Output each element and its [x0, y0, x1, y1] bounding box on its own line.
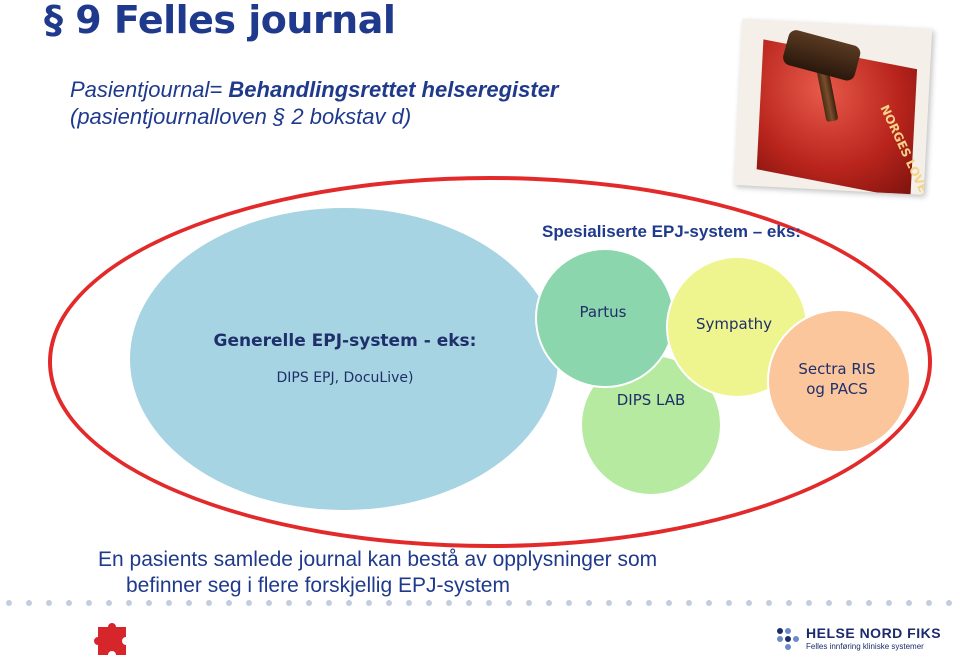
divider-dot	[866, 600, 872, 606]
subtitle: Pasientjournal= Behandlingsrettet helser…	[70, 76, 559, 130]
puzzle-icon	[94, 623, 126, 655]
divider-dot	[506, 600, 512, 606]
divider-dot	[906, 600, 912, 606]
divider-dot	[726, 600, 732, 606]
divider-dot	[446, 600, 452, 606]
subtitle-bold: Behandlingsrettet helseregister	[228, 77, 559, 102]
divider-dot	[666, 600, 672, 606]
partus-label: Partus	[579, 303, 627, 321]
divider-dot	[106, 600, 112, 606]
sectra-label-line2: og PACS	[806, 380, 868, 398]
divider-dot	[706, 600, 712, 606]
logo-title: HELSE NORD FIKS	[806, 625, 942, 641]
divider-dot	[466, 600, 472, 606]
divider-dot	[626, 600, 632, 606]
divider-dot	[66, 600, 72, 606]
divider-dot	[946, 600, 952, 606]
dips-lab-label: DIPS LAB	[616, 391, 686, 409]
divider-dot	[26, 600, 32, 606]
sympathy-label: Sympathy	[696, 315, 772, 333]
divider-dot	[826, 600, 832, 606]
divider-dot	[606, 600, 612, 606]
logo-subtitle: Felles innføring kliniske systemer	[806, 642, 924, 651]
divider-dot	[286, 600, 292, 606]
sectra-label: Sectra RIS og PACS	[785, 359, 889, 399]
divider-dot	[86, 600, 92, 606]
divider-dot	[186, 600, 192, 606]
divider-dot	[646, 600, 652, 606]
divider-dot	[166, 600, 172, 606]
divider-dot	[686, 600, 692, 606]
page-title: § 9 Felles journal	[44, 0, 396, 42]
divider-dot	[566, 600, 572, 606]
divider-dot	[786, 600, 792, 606]
partus-circle	[535, 248, 675, 388]
general-epj-circle	[130, 208, 558, 510]
divider-dot	[806, 600, 812, 606]
divider-dot	[346, 600, 352, 606]
helse-nord-logo-icon	[777, 628, 799, 650]
divider-dot	[146, 600, 152, 606]
gavel-law-book-photo: NORGES LOVER	[733, 19, 933, 195]
divider-dot	[266, 600, 272, 606]
divider-dot	[366, 600, 372, 606]
bottom-text-line1: En pasients samlede journal kan bestå av…	[98, 548, 658, 571]
divider-dot	[386, 600, 392, 606]
subtitle-line2: (pasientjournalloven § 2 bokstav d)	[70, 104, 412, 129]
sectra-circle	[767, 309, 911, 453]
bottom-text-line2: befinner seg i flere forskjellig EPJ-sys…	[126, 574, 510, 597]
divider-dot	[546, 600, 552, 606]
divider-dot	[766, 600, 772, 606]
divider-dot	[926, 600, 932, 606]
divider-dot	[406, 600, 412, 606]
divider-dot	[6, 600, 12, 606]
specialised-epj-label: Spesialiserte EPJ-system – eks:	[542, 222, 801, 241]
divider-dot	[326, 600, 332, 606]
general-epj-label: Generelle EPJ-system - eks:	[213, 331, 477, 351]
general-epj-examples: DIPS EPJ, DocuLive)	[276, 370, 414, 386]
bottom-text: En pasients samlede journal kan bestå av…	[98, 547, 657, 599]
divider-dot	[306, 600, 312, 606]
divider-dot	[46, 600, 52, 606]
red-outline-ellipse	[48, 176, 932, 548]
divider-dot	[426, 600, 432, 606]
dotted-divider	[0, 598, 960, 608]
divider-dot	[206, 600, 212, 606]
divider-dot	[586, 600, 592, 606]
divider-dot	[746, 600, 752, 606]
divider-dot	[846, 600, 852, 606]
divider-dot	[526, 600, 532, 606]
divider-dot	[886, 600, 892, 606]
divider-dot	[226, 600, 232, 606]
sectra-label-line1: Sectra RIS	[798, 360, 876, 378]
divider-dot	[126, 600, 132, 606]
divider-dot	[246, 600, 252, 606]
subtitle-prefix: Pasientjournal=	[70, 77, 229, 102]
divider-dot	[486, 600, 492, 606]
